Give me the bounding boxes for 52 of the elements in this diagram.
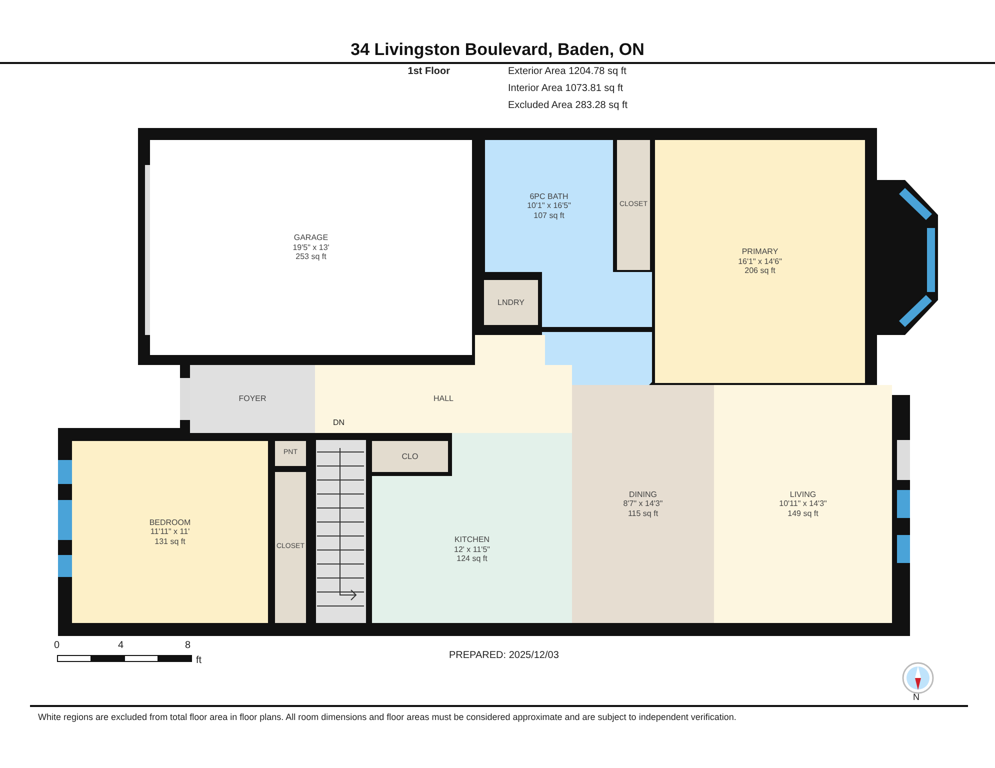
text-label: N	[913, 692, 920, 702]
room-measure: 253 sq ft	[296, 252, 326, 262]
room-measure: 11'11" x 11'	[150, 527, 190, 537]
room-measure: 10'1" x 16'5"	[527, 201, 571, 211]
room-area	[190, 365, 315, 433]
room-name: DINING	[629, 490, 657, 500]
room-area	[72, 441, 268, 623]
room-measure: 131 sq ft	[154, 536, 186, 546]
room-name: PRIMARY	[742, 247, 778, 257]
room-name: LNDRY	[498, 298, 524, 308]
room-area	[315, 365, 572, 433]
room-area	[485, 140, 613, 272]
room-measure: 16'1" x 14'6"	[738, 256, 782, 266]
room-area	[572, 385, 714, 623]
room-name: LIVING	[790, 490, 816, 500]
room-measure: 19'5" x 13'	[292, 242, 330, 252]
text-label: DN	[333, 418, 345, 427]
room-area	[372, 441, 448, 472]
room-area	[372, 476, 572, 623]
room-measure: 206 sq ft	[744, 266, 776, 276]
text-label: 0	[54, 640, 60, 651]
room-measure: 124 sq ft	[456, 554, 488, 564]
room-name: 6PC BATH	[530, 192, 568, 202]
room-area	[275, 441, 306, 466]
room-area	[484, 280, 538, 325]
room-measure: 107 sq ft	[534, 210, 564, 220]
plan-title: 34 Livingston Boulevard, Baden, ON	[350, 40, 646, 60]
room-name: FOYER	[238, 394, 266, 404]
room-area	[655, 140, 865, 383]
text-label: 1st Floor	[408, 66, 450, 77]
room-area	[150, 140, 472, 355]
text-label: Excluded Area 283.28 sq ft	[508, 100, 628, 111]
room-measure: 8'7" x 14'3"	[623, 499, 663, 509]
room-name: HALL	[433, 394, 454, 404]
text-label: White regions are excluded from total floor area in floor plans. All room dimensions and floor areas must be considered approximate and are subject to independent verification.	[38, 712, 736, 722]
room-name: BEDROOM	[149, 518, 191, 528]
room-name: GARAGE	[294, 233, 328, 243]
room-name: KITCHEN	[454, 535, 490, 545]
room-measure: 12' x 11'5"	[454, 544, 490, 554]
room-area	[617, 140, 650, 270]
text-label: ft	[196, 655, 202, 666]
room-measure: 115 sq ft	[628, 508, 658, 518]
room-measure: 10'11" x 14'3"	[779, 499, 827, 509]
text-label: PREPARED: 2025/12/03	[449, 650, 559, 661]
text-label: Exterior Area 1204.78 sq ft	[508, 66, 626, 77]
room-area	[714, 385, 892, 623]
text-label: 4	[118, 640, 124, 651]
text-label: 8	[185, 640, 191, 651]
room-area	[275, 472, 306, 623]
text-label: Interior Area 1073.81 sq ft	[508, 83, 624, 94]
room-name: CLO	[402, 452, 418, 462]
room-measure: 149 sq ft	[788, 508, 818, 518]
